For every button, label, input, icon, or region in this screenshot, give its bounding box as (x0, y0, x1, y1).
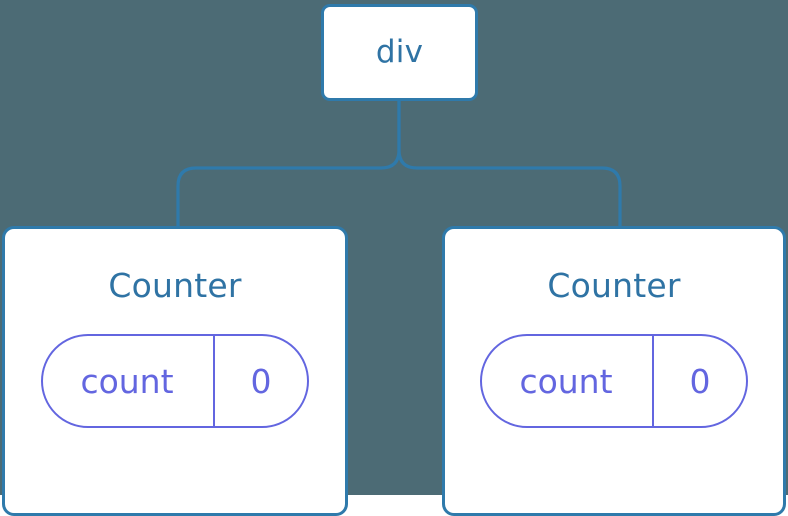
state-value-right: 0 (689, 361, 711, 401)
node-counter-left-label: Counter (108, 266, 242, 305)
state-value-left: 0 (250, 361, 272, 401)
state-pill-right[interactable]: count 0 (480, 334, 748, 428)
node-root-label: div (375, 34, 424, 70)
state-pill-left[interactable]: count 0 (41, 334, 309, 428)
node-counter-left[interactable]: Counter count 0 (2, 226, 348, 516)
state-key-left: count (43, 336, 215, 426)
connector-right-branch (397, 99, 622, 228)
node-root-div[interactable]: div (321, 4, 478, 101)
connector-lines (176, 99, 622, 228)
node-counter-right-label: Counter (547, 266, 681, 305)
state-key-right: count (482, 336, 654, 426)
connector-left-branch (176, 99, 401, 228)
node-counter-right[interactable]: Counter count 0 (442, 226, 786, 516)
